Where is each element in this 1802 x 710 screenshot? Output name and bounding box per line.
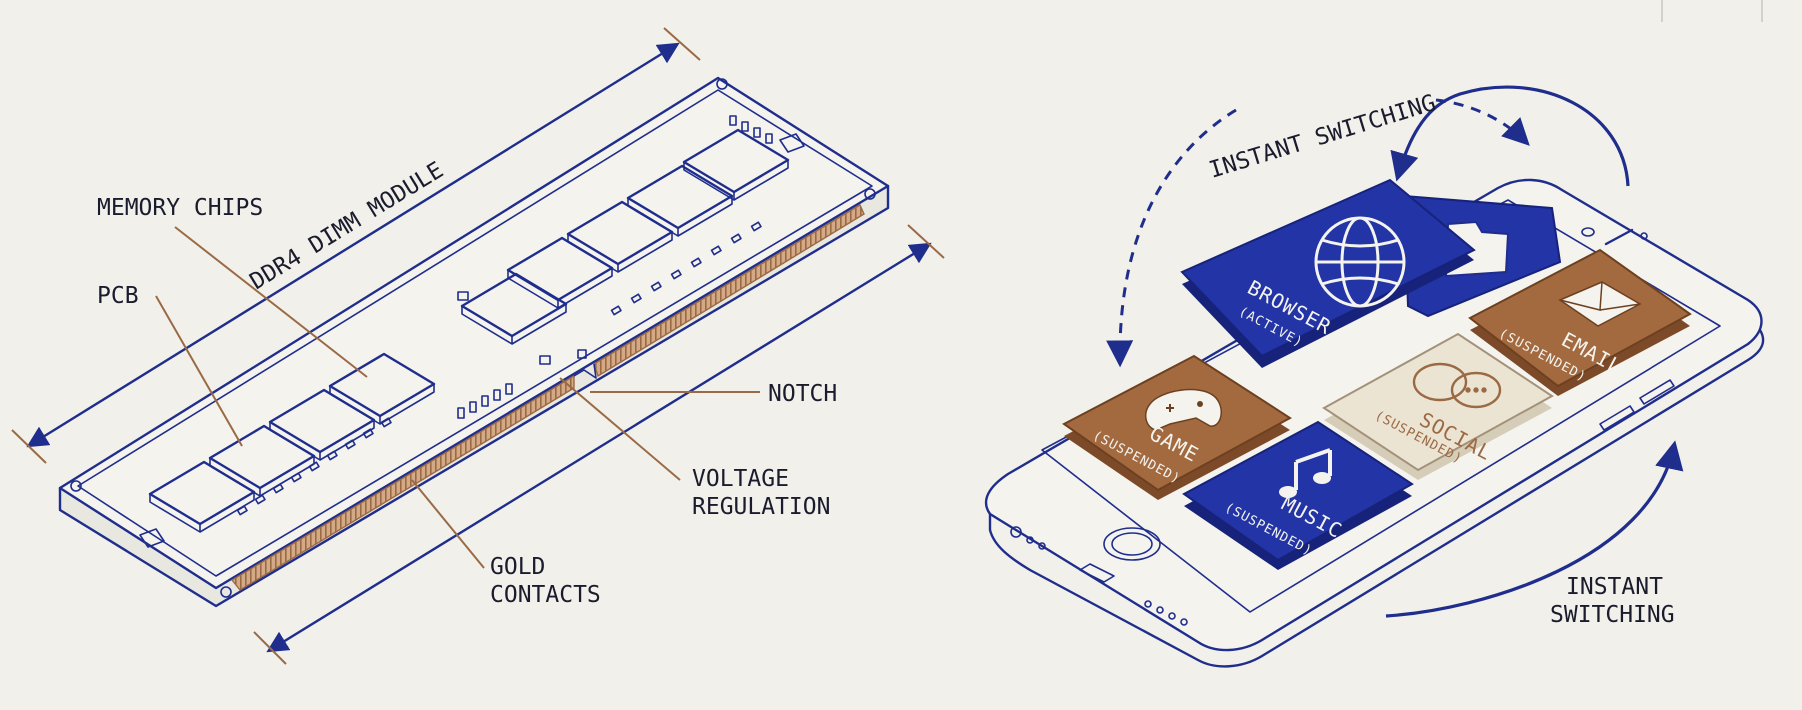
envelope-icon — [1558, 281, 1642, 327]
smd-components — [236, 115, 773, 516]
pcb-board — [58, 76, 890, 608]
label-instant-switching-bottom-line2: SWITCHING — [1550, 602, 1675, 628]
corner-marks — [1661, 0, 1763, 22]
chat-bubbles-icon — [1412, 362, 1502, 409]
leader-lines — [155, 226, 760, 569]
label-gold-line1: GOLD — [490, 554, 545, 580]
tile-social[interactable]: SOCIAL (SUSPENDED) — [1322, 332, 1554, 480]
tile-music[interactable]: MUSIC (SUSPENDED) — [1182, 420, 1414, 570]
switch-arrows — [1106, 85, 1684, 618]
tile-browser[interactable]: BROWSER (ACTIVE) — [1180, 178, 1476, 368]
globe-icon — [1314, 216, 1406, 308]
tile-email[interactable]: EMAIL (SUSPENDED) — [1468, 248, 1692, 396]
label-instant-switching-bottom-line1: INSTANT — [1566, 574, 1663, 600]
dimm-illustration: DDR4 DIMM MODULE MEMORY CHIPS PCB NOTCH … — [11, 27, 945, 665]
label-pcb: PCB — [97, 283, 139, 309]
gamepad-icon — [1144, 388, 1222, 431]
memory-chip — [682, 128, 790, 201]
gold-contacts — [230, 203, 865, 591]
label-notch: NOTCH — [768, 381, 837, 407]
dimension-arrow-bottom — [253, 224, 945, 665]
label-instant-switching-top: INSTANT SWITCHING — [1206, 90, 1439, 184]
memory-chip — [328, 352, 436, 425]
music-note-icon — [1279, 448, 1332, 498]
label-voltage-line2: REGULATION — [692, 494, 830, 520]
label-memory-chips: MEMORY CHIPS — [97, 195, 263, 221]
label-voltage-line1: VOLTAGE — [692, 466, 789, 492]
phone-illustration: BROWSER (ACTIVE) EMAIL (SUSPENDED) — [984, 85, 1765, 668]
label-gold-line2: CONTACTS — [490, 582, 601, 608]
memory-chips — [148, 128, 790, 533]
